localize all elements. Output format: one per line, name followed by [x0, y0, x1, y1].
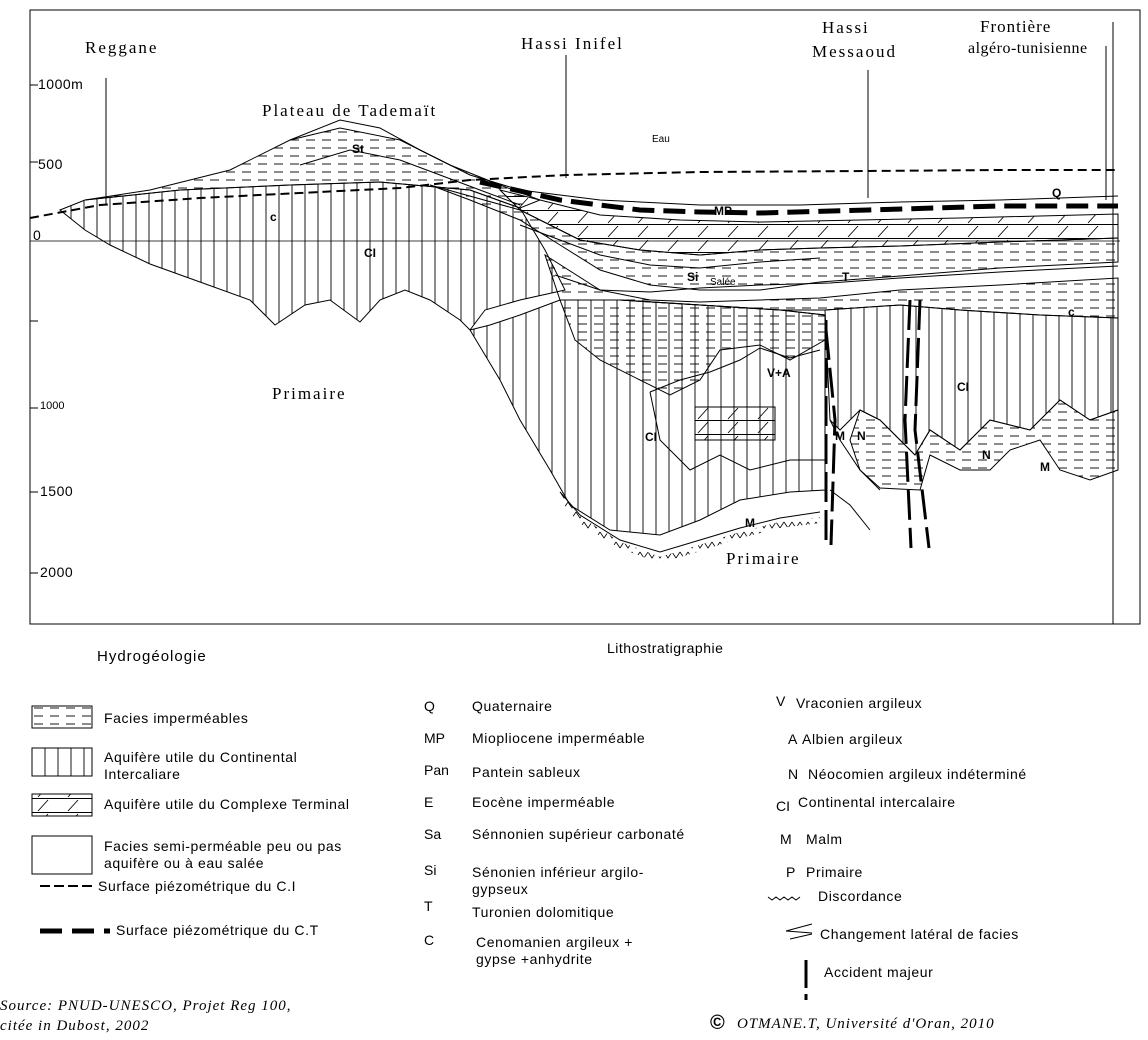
legend-text-semi: Facies semi-perméable peu ou pas aquifèr…: [104, 838, 342, 871]
legend-text-piezo-ci: Surface piézométrique du C.I: [98, 878, 297, 894]
copyright-text: OTMANE.T, Université d'Oran, 2010: [737, 1016, 995, 1032]
litho-code-c: C: [424, 932, 435, 948]
ct-aquifer: [498, 189, 1119, 256]
symbol-changement: [785, 923, 813, 940]
major-faults: [824, 299, 931, 549]
label-ci2: CI: [957, 380, 969, 394]
legend-text-piezo-ct: Surface piézométrique du C.T: [116, 922, 319, 938]
label-t: T: [842, 270, 850, 284]
axis-2000: 2000: [40, 564, 74, 580]
symbol-text-changement: Changement latéral de facies: [820, 926, 1019, 942]
litho-name-v: Vraconien argileux: [796, 695, 923, 711]
litho-code-p: P: [786, 864, 796, 880]
header-hydrogeologie: Hydrogéologie: [97, 648, 207, 665]
basement-curve: [829, 489, 871, 531]
litho-name-sa: Sénnonien supérieur carbonaté: [472, 826, 685, 842]
label-m3: M: [745, 516, 755, 530]
label-ci3: CI: [645, 430, 657, 444]
legend-text-ct: Aquifère utile du Complexe Terminal: [104, 796, 350, 812]
symbol-discordance: [767, 896, 801, 901]
label-reggane: Reggane: [85, 38, 159, 57]
label-m2: M: [1040, 460, 1050, 474]
source-line-2: citée in Dubost, 2002: [0, 1018, 150, 1034]
label-ci1: CI: [364, 246, 376, 260]
label-plateau: Plateau de Tademaït: [262, 101, 438, 120]
piezo-ct-line: [479, 179, 1118, 216]
axis-1000m: 1000m: [38, 76, 84, 92]
depth-axis-ticks: [30, 84, 38, 574]
axis-0: 0: [33, 227, 42, 243]
legend-text-ci: Aquifère utile du Continental Intercalia…: [104, 749, 298, 782]
label-va: V+A: [767, 366, 791, 380]
litho-code-a: A: [788, 731, 798, 747]
litho-name-si: Sénonien inférieur argilo-gypseux: [472, 864, 645, 897]
label-c1: c: [270, 210, 277, 224]
litho-code-mp: MP: [424, 730, 445, 746]
swatch-imperm: [31, 705, 93, 729]
label-frontiere-1: Frontière: [980, 17, 1052, 36]
litho-code-pan: Pan: [424, 762, 449, 778]
litho-code-e: E: [424, 794, 434, 810]
litho-name-mp: Miopliocene imperméable: [472, 730, 646, 746]
label-salee: Salée: [710, 277, 736, 288]
label-hassi-inifel: Hassi Inifel: [521, 34, 624, 53]
litho-name-m: Malm: [806, 831, 843, 847]
litho-name-pan: Pantein sableux: [472, 764, 581, 780]
strata-lines: [289, 119, 1119, 491]
litho-code-ci: CI: [776, 798, 790, 814]
label-n1: N: [857, 429, 866, 443]
legend-text-imperm: Facies imperméables: [104, 710, 249, 726]
swatch-ci: [31, 747, 93, 777]
symbol-text-discordance: Discordance: [818, 888, 903, 904]
basement-line: [559, 491, 821, 553]
section-frame: [29, 9, 1141, 625]
ct-inset-box: [694, 406, 776, 441]
imperm-east-lower: [849, 399, 1119, 491]
litho-name-e: Eocène imperméable: [472, 794, 616, 810]
litho-name-t: Turonien dolomitique: [472, 904, 615, 920]
litho-code-m: M: [780, 831, 792, 847]
source-line-1: Source: PNUD-UNESCO, Projet Reg 100,: [0, 998, 292, 1014]
label-mp: MP: [714, 204, 732, 218]
label-st: St: [352, 142, 364, 156]
label-n2: N: [982, 448, 991, 462]
litho-code-si: Si: [424, 862, 437, 878]
litho-code-q: Q: [424, 698, 435, 714]
litho-name-p: Primaire: [806, 864, 863, 880]
label-c2: c: [1068, 305, 1075, 319]
label-eau: Eau: [652, 134, 670, 145]
litho-name-c: Cenomanien argileux + gypse +anhydrite: [476, 934, 633, 967]
imperm-basin-deep: [559, 299, 826, 396]
piezo-ci-line: [29, 169, 1118, 219]
litho-code-t: T: [424, 898, 433, 914]
litho-code-sa: Sa: [424, 826, 442, 842]
copyright-icon: ©: [710, 1012, 726, 1034]
litho-code-n: N: [788, 766, 799, 782]
axis-500: 500: [38, 156, 63, 172]
label-m1: M: [835, 429, 845, 443]
litho-name-n: Néocomien argileux indéterminé: [808, 766, 1027, 782]
swatch-semi: [31, 835, 93, 875]
header-lithostratigraphie: Lithostratigraphie: [607, 640, 724, 656]
swatch-ct: [31, 793, 93, 817]
litho-code-v: V: [776, 693, 786, 709]
label-frontiere-2: algéro-tunisienne: [968, 40, 1088, 57]
label-primaire-bottom: Primaire: [726, 549, 801, 568]
symbol-text-accident: Accident majeur: [824, 964, 934, 980]
basement-discordance: [557, 493, 821, 564]
axis-1500: 1500: [40, 483, 74, 499]
label-hassi-messaoud-1: Hassi: [822, 18, 870, 37]
label-q: Q: [1052, 186, 1062, 200]
axis-1000: 1000: [40, 400, 65, 412]
litho-name-q: Quaternaire: [472, 698, 553, 714]
label-primaire-left: Primaire: [272, 384, 347, 403]
litho-name-a: Albien argileux: [802, 731, 903, 747]
label-hassi-messaoud-2: Messaoud: [812, 42, 897, 61]
litho-name-ci: Continental intercalaire: [798, 794, 956, 810]
label-si: Si: [687, 270, 699, 284]
